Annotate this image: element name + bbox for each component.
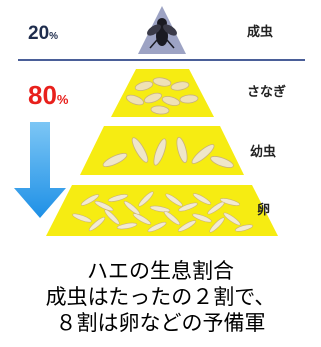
stage-label-larva: 幼虫 [250,145,277,160]
caption-line-3: ８割は卵などの予備軍 [55,311,266,335]
adult-percentage: 20% [28,23,59,44]
immature-percentage: 80% [28,80,69,110]
caption-title: ハエの生息割合 [87,259,234,283]
caption: ハエの生息割合 成虫はたったの２割で、 ８割は卵などの予備軍 [0,258,321,336]
fly-icon [147,18,177,49]
down-arrow-icon [14,122,66,218]
larva-cluster [102,137,234,168]
stage-label-pupa: さなぎ [247,85,287,100]
stage-label-adult: 成虫 [247,25,274,40]
caption-line-2: 成虫はたったの２割で、 [45,285,276,309]
stage-label-egg: 卵 [257,203,271,218]
egg-cluster [72,191,254,233]
pupa-cluster [126,77,199,115]
